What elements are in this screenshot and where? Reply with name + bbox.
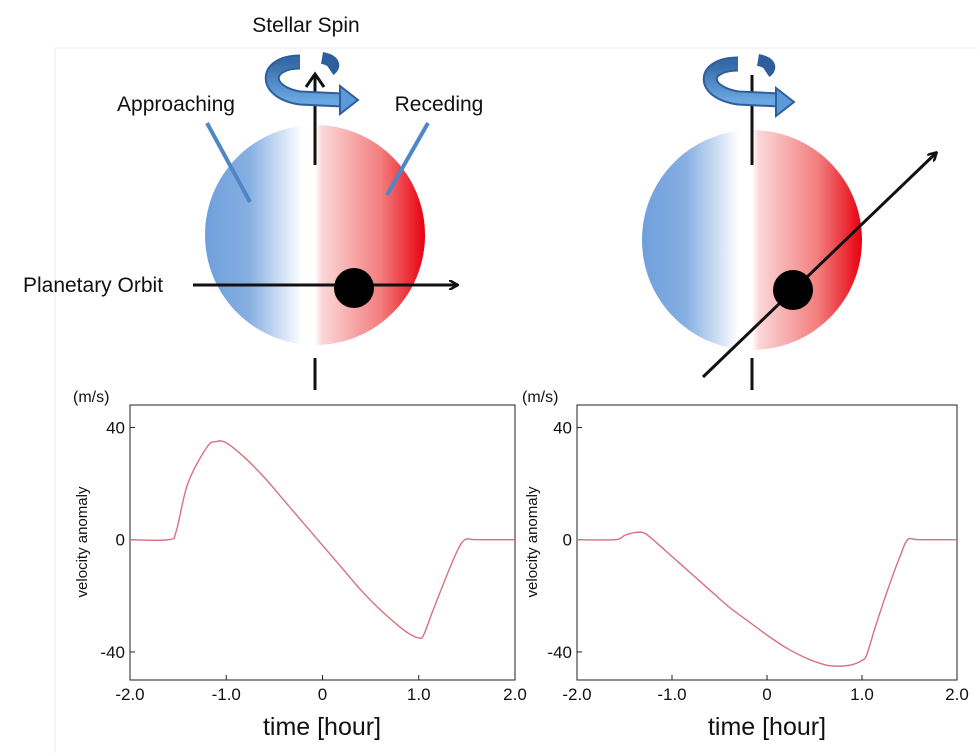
y-tick-label: 40 — [106, 418, 125, 437]
y-tick-label: -40 — [547, 643, 572, 662]
y-unit-label: (m/s) — [522, 389, 558, 406]
x-tick-label: -2.0 — [562, 685, 591, 704]
x-axis-label: time [hour] — [708, 713, 826, 741]
y-tick-label: 0 — [116, 531, 125, 550]
planet-right — [773, 270, 813, 310]
left-star-diagram: Stellar Spin Approaching Receding Planet… — [23, 14, 483, 390]
series-line — [129, 440, 515, 640]
receding-pointer — [385, 122, 430, 196]
y-tick-label: 40 — [553, 418, 572, 437]
chart-right-ticks: -2.0 -1.0 0 1.0 2.0 40 0 -40 — [547, 418, 968, 704]
x-axis-label: time [hour] — [263, 713, 381, 741]
x-tick-label: -1.0 — [657, 685, 686, 704]
plot-frame — [576, 404, 958, 681]
x-tick-label: 0 — [762, 685, 771, 704]
spin-arrow-icon — [264, 52, 360, 117]
right-star-diagram — [642, 54, 936, 390]
receding-label: Receding — [395, 93, 484, 116]
x-tick-label: 1.0 — [407, 685, 431, 704]
x-tick-label: 1.0 — [850, 685, 874, 704]
y-unit-label: (m/s) — [73, 389, 109, 406]
y-axis-label: velocity anomaly — [74, 486, 91, 597]
approaching-label: Approaching — [117, 93, 235, 116]
planetary-orbit-label: Planetary Orbit — [23, 274, 163, 297]
spin-axis-arrowhead-icon — [304, 71, 326, 88]
x-tick-label: -1.0 — [212, 685, 241, 704]
x-tick-label: 2.0 — [503, 685, 527, 704]
chart-left: (m/s) velocity anomaly time [hour] -2.0-… — [73, 389, 527, 741]
orbit-arrow-right — [701, 153, 936, 379]
spin-arrow-icon-right — [702, 54, 796, 119]
y-axis-label: velocity anomaly — [524, 486, 541, 597]
series-line — [576, 531, 957, 667]
stellar-spin-label: Stellar Spin — [252, 14, 359, 37]
y-tick-label: -40 — [100, 643, 125, 662]
chart-left-ticks: -2.0 -1.0 0 1.0 2.0 40 0 -40 — [100, 418, 526, 704]
plot-frame — [129, 404, 516, 681]
y-tick-label: 0 — [563, 531, 572, 550]
x-tick-label: 0 — [318, 685, 327, 704]
chart-right: (m/s) velocity anomaly time [hour] -2.0-… — [522, 389, 969, 741]
planet-left — [334, 268, 374, 308]
x-tick-label: 2.0 — [945, 685, 969, 704]
approaching-pointer — [205, 122, 252, 203]
x-tick-label: -2.0 — [115, 685, 144, 704]
